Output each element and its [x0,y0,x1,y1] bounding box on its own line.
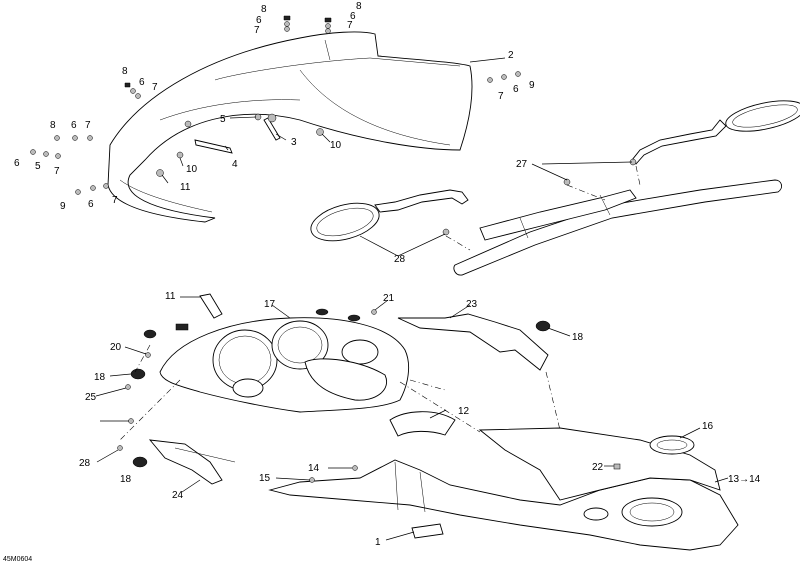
callout: 9 [529,80,535,91]
callout: 7 [498,91,504,102]
callout: 22 [592,462,604,473]
callout: 9 [60,201,66,212]
callout: 16 [702,421,714,432]
callout: 13→14 [728,474,761,485]
callout: 7 [347,20,353,31]
callout: 7 [85,120,91,131]
callout: 6 [513,84,519,95]
callout: 6 [88,199,94,210]
callout: 5 [35,161,41,172]
callout: 11 [180,182,191,193]
callout: 23 [466,299,478,310]
hardware-upper [30,15,637,236]
callout: 8 [122,66,128,77]
callout: 24 [172,490,184,501]
callout: 14 [308,463,320,474]
callout: 6 [139,77,145,88]
callout: 3 [291,137,297,148]
callout: 25 [85,392,97,403]
callout: 6 [350,11,356,22]
callout: 5 [220,114,226,125]
callout: 18 [572,332,584,343]
callout: 18 [120,474,132,485]
callout: 7 [152,82,158,93]
hardware-lower [117,293,621,483]
callout: 18 [94,372,106,383]
callout: 6 [14,158,20,169]
callout: 28 [79,458,91,469]
callout: 8 [261,4,267,15]
callout: 8 [50,120,56,131]
part-16-ring [649,435,695,455]
callout-labels: 8 6 7 8 6 7 2 9 6 7 8 6 7 5 8 6 7 6 5 7 … [3,1,761,563]
leaders-upper [161,57,641,257]
gauge-housing [159,317,410,413]
callout: 27 [516,159,528,170]
part-23-panel [148,439,236,485]
handlebar [453,179,782,276]
part-22-panel [397,313,549,371]
callout: 1 [375,537,381,548]
callout: 11 [165,291,176,302]
callout: 17 [264,299,276,310]
callout: 2 [508,50,514,61]
callout: 7 [254,25,260,36]
callout: 7 [112,195,118,206]
callout: 8 [356,1,362,12]
callout: 7 [54,166,60,177]
callout: 15 [259,473,271,484]
callout: 6 [256,15,262,26]
mirror-right [631,100,800,165]
callout: 10 [186,164,198,175]
callout: 21 [383,293,395,304]
drawing-code: 45M0604 [3,556,32,563]
part-12-cover [389,411,456,437]
callout: 4 [232,159,238,170]
windshield [107,31,473,223]
part-1-bracket [411,523,444,539]
callout: 6 [71,120,77,131]
mirror-left [310,189,469,242]
callout: 28 [394,254,406,265]
leaders-lower [95,296,729,541]
callout: 20 [110,342,122,353]
callout: 10 [330,140,342,151]
callout: 12 [458,406,470,417]
